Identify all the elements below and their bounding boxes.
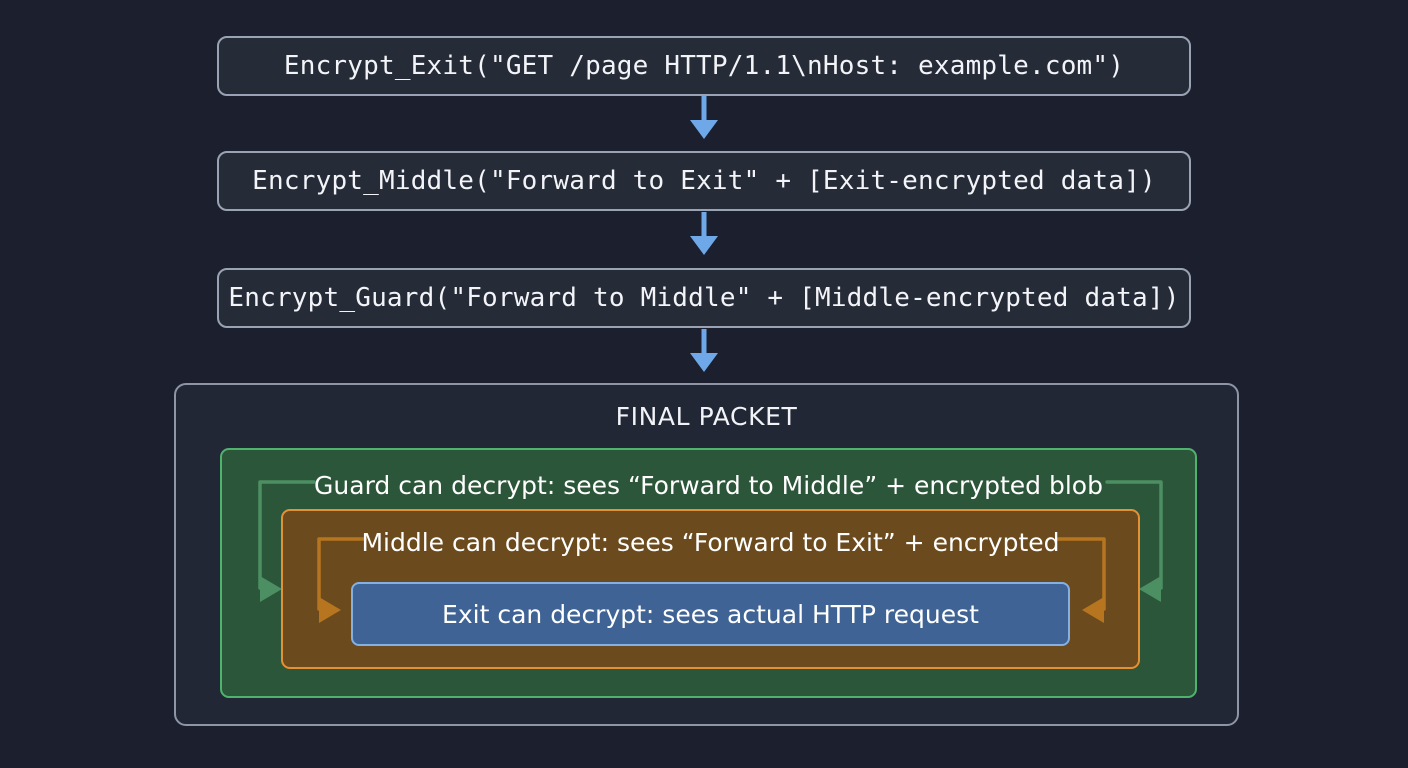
down-arrow-2	[684, 212, 724, 256]
layer-middle-label: Middle can decrypt: sees “Forward to Exi…	[361, 528, 1060, 557]
layer-exit-label: Exit can decrypt: sees actual HTTP reque…	[442, 599, 979, 629]
layer-guard-label: Guard can decrypt: sees “Forward to Midd…	[314, 471, 1103, 500]
layer-guard: Guard can decrypt: sees “Forward to Midd…	[220, 448, 1197, 698]
encrypt-guard-text: Encrypt_Guard("Forward to Middle" + [Mid…	[228, 283, 1180, 313]
layer-middle: Middle can decrypt: sees “Forward to Exi…	[281, 509, 1140, 669]
encrypt-exit-box: Encrypt_Exit("GET /page HTTP/1.1\nHost: …	[217, 36, 1191, 96]
encrypt-middle-box: Encrypt_Middle("Forward to Exit" + [Exit…	[217, 151, 1191, 211]
final-packet-title: FINAL PACKET	[615, 402, 798, 431]
encrypt-guard-box: Encrypt_Guard("Forward to Middle" + [Mid…	[217, 268, 1191, 328]
down-arrow-1	[684, 96, 724, 140]
down-arrow-3	[684, 329, 724, 373]
encrypt-exit-text: Encrypt_Exit("GET /page HTTP/1.1\nHost: …	[283, 51, 1125, 81]
final-packet-container: FINAL PACKET Guard can decrypt: sees “Fo…	[174, 383, 1239, 726]
layer-exit: Exit can decrypt: sees actual HTTP reque…	[351, 582, 1070, 646]
encrypt-middle-text: Encrypt_Middle("Forward to Exit" + [Exit…	[252, 166, 1156, 196]
